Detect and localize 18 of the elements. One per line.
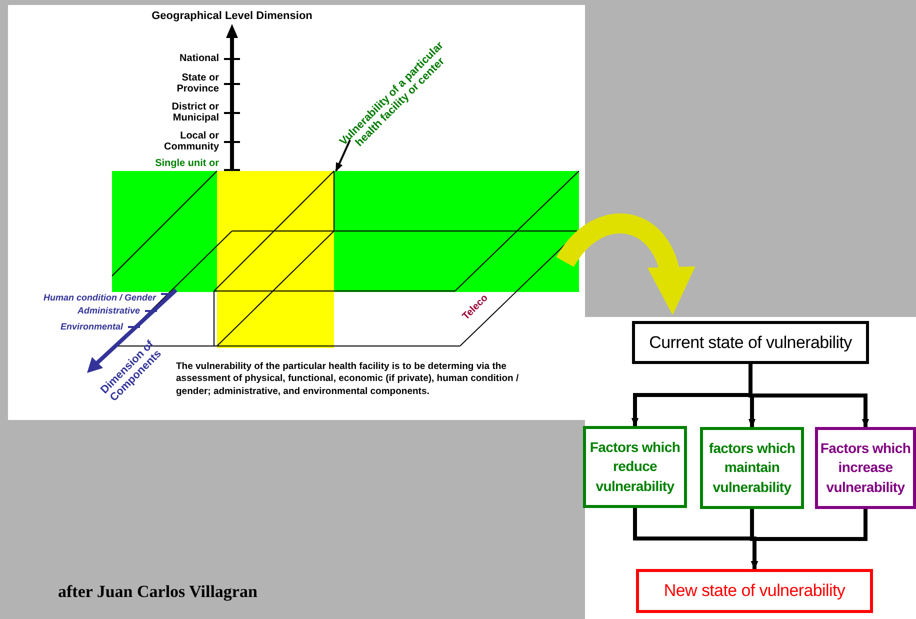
attribution-text: after Juan Carlos Villagran — [58, 583, 258, 601]
axis-tick-label: National — [180, 54, 219, 64]
process-box: factors which maintain vulnerability — [700, 427, 804, 509]
process-box: New state of vulnerability — [636, 569, 873, 613]
axis-tick-label: State or Province — [176, 74, 219, 94]
process-box: Factors which increase vulnerability — [815, 427, 916, 509]
process-box: Factors which reduce vulnerability — [583, 426, 687, 508]
arrow — [335, 140, 351, 172]
curved-arrow — [556, 214, 694, 315]
axis-tick-label: Human condition / Gender — [43, 293, 156, 303]
arrow — [750, 509, 868, 570]
process-box: Current state of vulnerability — [632, 321, 869, 364]
axis-tick-label: Administrative — [77, 306, 140, 316]
axis-tick-label: District or Municipal — [170, 102, 219, 124]
axis-tick-label: Local or Community — [163, 132, 219, 152]
axis-tick-label: Environmental — [60, 322, 123, 332]
axis-title: Geographical Level Dimension — [152, 11, 312, 23]
description-text: The vulnerability of the particular health facility is to be determing via the assessment of physical, functional, economic (if private), human condition / gender; administrative, and environmental components. — [176, 361, 520, 398]
